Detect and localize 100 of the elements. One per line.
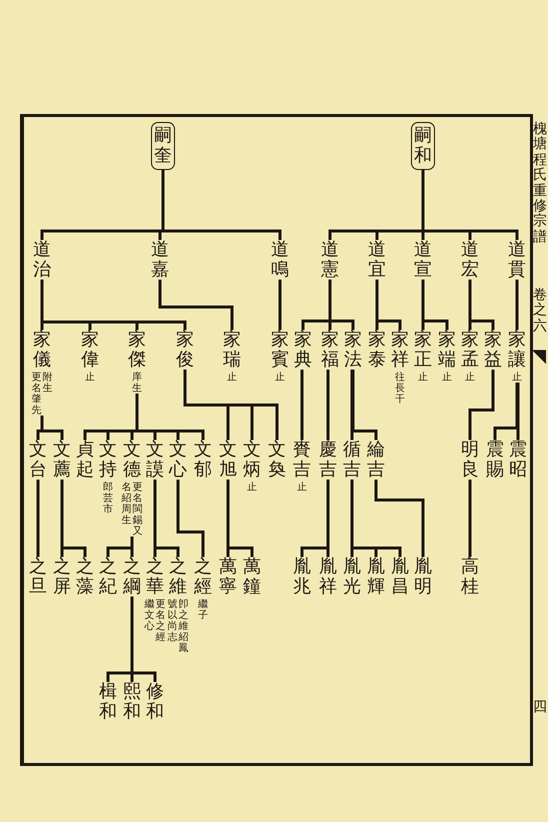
genealogy-name: 道嘉: [151, 240, 169, 280]
lineage-line: [376, 280, 402, 330]
genealogy-name: 綸吉: [367, 440, 385, 480]
annotation-note: 止: [85, 372, 95, 383]
genealogy-name: 貞起: [76, 440, 94, 480]
annotation-note: 止: [247, 482, 257, 493]
annotation-note: 止: [275, 372, 285, 383]
genealogy-name: 震賜: [486, 440, 504, 480]
lineage-line: [350, 480, 402, 557]
genealogy-name: 家祥: [391, 330, 409, 370]
annotation-note: 繼文心: [144, 598, 154, 634]
lineage-line: [226, 480, 254, 557]
genealogy-name: 之維: [169, 557, 187, 597]
genealogy-name: 嗣和: [414, 126, 432, 166]
genealogy-name: 胤昌: [391, 557, 409, 597]
annotation-note: 止: [418, 372, 428, 383]
genealogy-name: 之屏: [53, 557, 71, 597]
genealogy-name: 家讓: [508, 330, 526, 370]
annotation-note: 更名之經: [156, 598, 166, 643]
book-title: 槐塘程氏重修宗譜: [533, 122, 547, 246]
genealogy-name: 家傑: [128, 330, 146, 370]
genealogy-name: 胤明: [414, 557, 432, 597]
genealogy-name: 之藻: [76, 557, 94, 597]
genealogy-name: 道宏: [461, 240, 479, 280]
lineage-line: [130, 536, 134, 557]
genealogy-name: 震昭: [509, 440, 527, 480]
genealogy-name: 胤兆: [293, 557, 311, 597]
genealogy-name: 循吉: [343, 440, 361, 480]
lineage-line: [300, 370, 304, 440]
name-frame: [411, 122, 435, 170]
lineage-line: [468, 280, 494, 330]
genealogy-name: 家典: [294, 330, 312, 370]
genealogy-name: 萬鐘: [243, 557, 261, 597]
genealogy-name: 賚吉: [293, 440, 311, 480]
genealogy-name: 之經: [194, 557, 212, 597]
genealogy-name: 胤祥: [319, 557, 337, 597]
annotation-note: 往長干: [395, 372, 405, 405]
genealogy-name: 文旭: [219, 440, 237, 480]
genealogy-name: 萬寧: [219, 557, 237, 597]
page-number: 四: [533, 700, 547, 716]
lineage-line: [468, 480, 472, 557]
annotation-note: 卽之維紹鳳: [178, 598, 188, 654]
lineage-line: [350, 370, 354, 440]
volume-label: 卷之六: [533, 288, 547, 334]
lineage-line: [326, 370, 330, 440]
genealogy-name: 家儀: [33, 330, 51, 370]
genealogy-name: 道憲: [321, 240, 339, 280]
annotation-note: 庠生: [132, 372, 142, 394]
genealogy-name: 慶吉: [319, 440, 337, 480]
genealogy-name: 文謨: [146, 440, 164, 480]
lineage-line: [158, 280, 234, 330]
genealogy-name: 家賓: [271, 330, 289, 370]
genealogy-name: 道鳴: [271, 240, 289, 280]
genealogy-name: 家益: [484, 330, 502, 370]
genealogy-name: 高桂: [461, 557, 479, 597]
genealogy-name: 之綱: [123, 557, 141, 597]
annotation-note: 號以尚志: [168, 598, 178, 645]
genealogy-name: 文郁: [194, 440, 212, 480]
genealogy-name: 文心: [169, 440, 187, 480]
lineage-line: [494, 382, 518, 440]
lineage-line: [328, 280, 354, 330]
genealogy-name: 家瑞: [223, 330, 241, 370]
genealogy-name: 胤輝: [367, 557, 385, 597]
lineage-line: [130, 596, 156, 682]
annotation-note: 更名肇先: [32, 372, 42, 416]
lineage-line: [468, 370, 494, 440]
lineage-line: [176, 480, 204, 557]
lineage-line: [278, 280, 282, 330]
lineage-line: [326, 480, 330, 557]
genealogy-name: 之紀: [99, 557, 117, 597]
genealogy-name: 修和: [146, 682, 164, 722]
lineage-line: [352, 370, 378, 440]
genealogy-name: 文奐: [268, 440, 286, 480]
genealogy-name: 家泰: [368, 330, 386, 370]
genealogy-name: 文薦: [53, 440, 71, 480]
lineage-line: [162, 170, 282, 240]
genealogy-name: 家正: [414, 330, 432, 370]
lineage-line: [40, 416, 64, 440]
genealogy-name: 之旦: [29, 557, 47, 597]
genealogy-name: 家孟: [461, 330, 479, 370]
annotation-note: 止: [297, 482, 307, 493]
genealogy-name: 文德: [123, 440, 141, 480]
annotation-note: 名紹周生: [122, 482, 132, 528]
annotation-note: 止: [442, 372, 452, 383]
genealogy-name: 家法: [344, 330, 362, 370]
annotation-note: 止: [465, 372, 475, 383]
annotation-note: 止: [227, 372, 237, 383]
lineage-line: [184, 370, 278, 440]
genealogy-name: 之華: [146, 557, 164, 597]
lineage-line: [36, 480, 40, 557]
genealogy-name: 文台: [29, 440, 47, 480]
annotation-note: 郎芸市: [103, 482, 113, 515]
genealogy-name: 家偉: [81, 330, 99, 370]
genealogy-name: 楫和: [99, 682, 117, 722]
genealogy-name: 道宣: [414, 240, 432, 280]
lineage-line: [516, 280, 518, 330]
genealogy-name: 嗣奎: [154, 126, 172, 166]
genealogy-name: 道宜: [368, 240, 386, 280]
genealogy-name: 明良: [461, 440, 479, 480]
genealogy-name: 熙和: [123, 682, 141, 722]
